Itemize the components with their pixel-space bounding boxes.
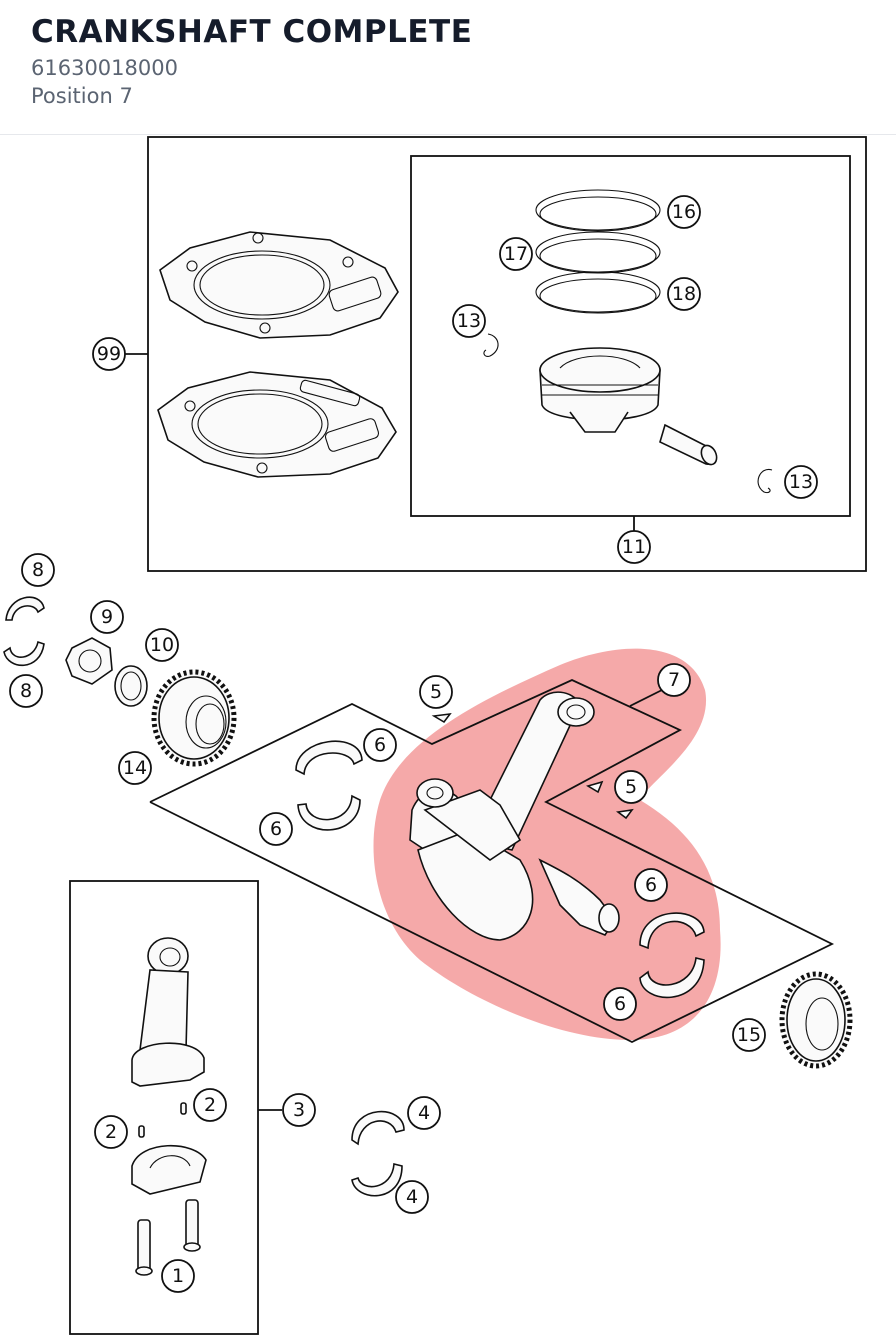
svg-text:15: 15 [737, 1024, 761, 1046]
washer-10[interactable] [114, 665, 148, 707]
svg-text:13: 13 [457, 310, 481, 332]
callout-11[interactable]: 11 [617, 530, 651, 564]
svg-text:2: 2 [105, 1121, 117, 1143]
svg-text:13: 13 [789, 471, 813, 493]
crankshaft-assembly[interactable] [409, 691, 620, 941]
callout-8-lower[interactable]: 8 [9, 674, 43, 708]
callout-8-upper[interactable]: 8 [21, 553, 55, 587]
callout-3[interactable]: 3 [282, 1093, 316, 1127]
callout-18[interactable]: 18 [667, 277, 701, 311]
svg-text:5: 5 [625, 776, 637, 798]
callout-6-c[interactable]: 6 [634, 868, 668, 902]
position-label: Position 7 [31, 84, 133, 108]
svg-text:9: 9 [101, 606, 113, 628]
svg-text:6: 6 [374, 734, 386, 756]
conrod-bolts-1[interactable] [135, 1199, 201, 1276]
svg-text:5: 5 [430, 681, 442, 703]
piston-kit-box [410, 155, 851, 517]
svg-text:6: 6 [614, 993, 626, 1015]
gear-15[interactable] [779, 971, 853, 1069]
pins-2[interactable] [138, 1102, 187, 1138]
connecting-rod[interactable] [131, 937, 205, 1087]
part-number: 61630018000 [31, 56, 178, 80]
crankshaft-frame [149, 679, 835, 1044]
bearing-shell-4-lower[interactable] [351, 1162, 403, 1197]
callout-2-right[interactable]: 2 [193, 1088, 227, 1122]
svg-text:6: 6 [645, 874, 657, 896]
svg-text:17: 17 [504, 243, 528, 265]
callout-5-right[interactable]: 5 [614, 770, 648, 804]
woodruff-key-5-a[interactable] [431, 712, 452, 724]
svg-text:10: 10 [150, 634, 174, 656]
bearing-shell-8-upper[interactable] [5, 596, 45, 621]
circlip-lower[interactable] [757, 468, 773, 494]
callout-5-upper[interactable]: 5 [419, 675, 453, 709]
callout-14[interactable]: 14 [118, 751, 152, 785]
svg-text:16: 16 [672, 201, 696, 223]
callout-15[interactable]: 15 [732, 1018, 766, 1052]
svg-text:3: 3 [293, 1099, 305, 1121]
callout-13-lower[interactable]: 13 [784, 465, 818, 499]
callout-7[interactable]: 7 [657, 663, 691, 697]
bearing-shell-4-upper[interactable] [351, 1110, 405, 1146]
svg-text:7: 7 [668, 669, 680, 691]
callout-4-lower[interactable]: 4 [395, 1180, 429, 1214]
callout-6-a[interactable]: 6 [363, 728, 397, 762]
connecting-rod-box [69, 880, 259, 1335]
svg-text:4: 4 [406, 1186, 418, 1208]
header: CRANKSHAFT COMPLETE 61630018000 Position… [0, 0, 896, 135]
svg-text:11: 11 [622, 536, 646, 558]
svg-text:99: 99 [97, 343, 121, 365]
cylinder-base-gasket-lower[interactable] [157, 371, 397, 478]
bearing-shell-6-c[interactable] [639, 912, 705, 950]
callout-4-upper[interactable]: 4 [407, 1096, 441, 1130]
svg-text:2: 2 [204, 1094, 216, 1116]
svg-text:4: 4 [418, 1102, 430, 1124]
piston[interactable] [539, 347, 661, 433]
svg-text:14: 14 [123, 757, 147, 779]
callout-10[interactable]: 10 [145, 628, 179, 662]
woodruff-keys-5-b[interactable] [586, 780, 634, 820]
piston-rings[interactable] [535, 189, 661, 314]
svg-text:8: 8 [20, 680, 32, 702]
highlight-area[interactable] [373, 648, 721, 1040]
callout-2-left[interactable]: 2 [94, 1115, 128, 1149]
bearing-shell-8-lower[interactable] [3, 640, 45, 667]
gasket-kit-box [147, 136, 867, 572]
svg-text:6: 6 [270, 818, 282, 840]
callout-9[interactable]: 9 [90, 600, 124, 634]
circlip-upper[interactable] [483, 333, 499, 357]
svg-text:18: 18 [672, 283, 696, 305]
bearing-shell-6-a[interactable] [295, 740, 363, 776]
cylinder-head-gasket-upper[interactable] [159, 231, 399, 339]
bearing-shell-6-b[interactable] [297, 794, 361, 831]
svg-text:1: 1 [172, 1265, 184, 1287]
gear-14[interactable] [151, 669, 237, 767]
callout-1[interactable]: 1 [161, 1259, 195, 1293]
callout-6-d[interactable]: 6 [603, 987, 637, 1021]
callout-6-b[interactable]: 6 [259, 812, 293, 846]
callout-99[interactable]: 99 [92, 337, 126, 371]
bearing-shell-6-d[interactable] [639, 957, 705, 999]
callout-16[interactable]: 16 [667, 195, 701, 229]
callout-17[interactable]: 17 [499, 237, 533, 271]
callout-13-upper[interactable]: 13 [452, 304, 486, 338]
nut-9[interactable] [65, 637, 113, 685]
page-title: CRANKSHAFT COMPLETE [31, 14, 473, 50]
svg-text:8: 8 [32, 559, 44, 581]
conrod-cap[interactable] [131, 1144, 207, 1195]
piston-pin[interactable] [659, 423, 720, 467]
